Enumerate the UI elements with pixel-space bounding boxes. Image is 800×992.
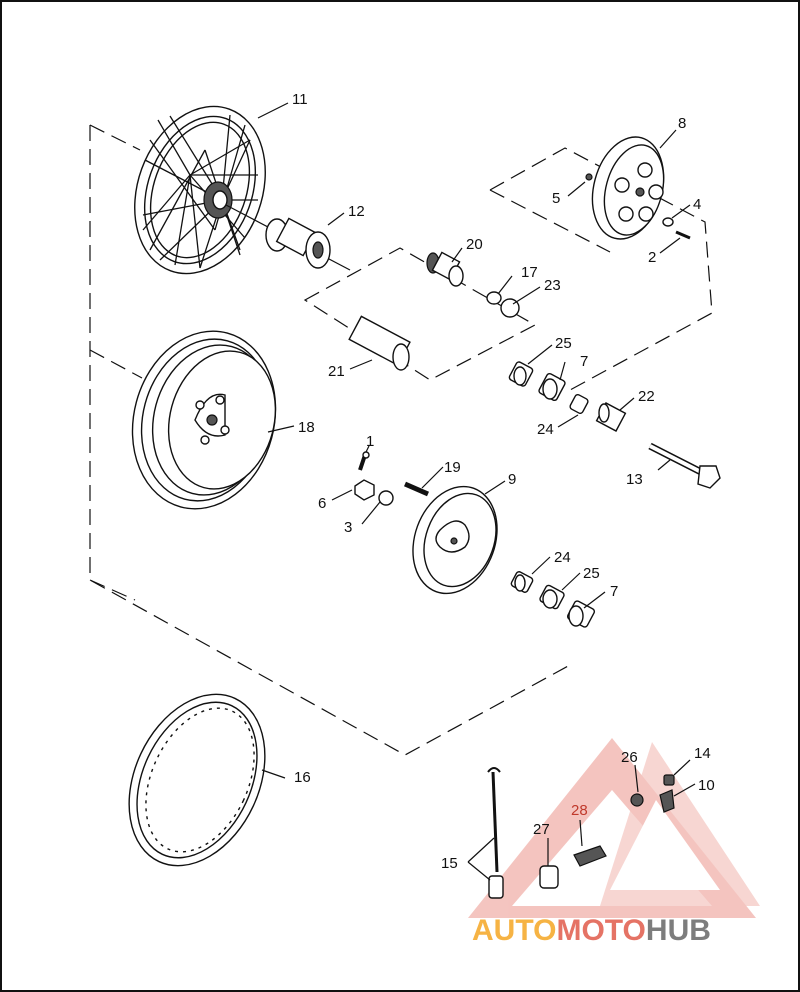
brake-rotor-part-9 <box>412 485 498 595</box>
callout-14: 14 <box>694 745 711 762</box>
wheel-hub-part-12 <box>225 204 351 271</box>
callout-22: 22 <box>638 388 655 405</box>
watermark-hub: HUB <box>646 914 711 947</box>
callout-7-upper: 7 <box>580 353 588 370</box>
callout-15: 15 <box>441 855 458 872</box>
callout-10: 10 <box>698 777 715 794</box>
callout-24-lower: 24 <box>554 549 571 566</box>
callout-6: 6 <box>318 495 326 512</box>
callout-19: 19 <box>444 459 461 476</box>
laced-wheel-part-11 <box>134 105 266 275</box>
spoke-and-small-parts <box>487 767 675 899</box>
callout-11: 11 <box>292 91 308 108</box>
watermark-auto: AUTO <box>472 914 556 947</box>
callout-18: 18 <box>298 419 315 436</box>
callout-17: 17 <box>521 264 538 281</box>
small-parts-2-4-5 <box>585 173 691 240</box>
callout-1: 1 <box>366 433 374 450</box>
callout-13: 13 <box>626 471 643 488</box>
drive-pulley-part-8 <box>591 136 665 240</box>
callout-3: 3 <box>344 519 352 536</box>
axle-spacer-part-21 <box>348 315 411 371</box>
axle-part-13 <box>648 442 721 489</box>
cast-wheel-part-18 <box>131 330 277 510</box>
callout-20: 20 <box>466 236 483 253</box>
callout-7-lower: 7 <box>610 583 618 600</box>
callout-21: 21 <box>328 363 345 380</box>
axle-spacers-25-7-24-22 <box>508 361 627 432</box>
callout-4: 4 <box>693 196 701 213</box>
hardware-parts-1-6-3-19 <box>354 451 429 506</box>
callout-26: 26 <box>621 749 638 766</box>
watermark-text: AUTOMOTOHUB <box>472 914 711 947</box>
callout-12: 12 <box>348 203 365 220</box>
watermark-moto: MOTO <box>556 914 645 947</box>
callout-23: 23 <box>544 277 561 294</box>
watermark-logo-triangle <box>468 738 760 918</box>
callout-5: 5 <box>552 190 560 207</box>
callout-25-upper: 25 <box>555 335 572 352</box>
callout-9: 9 <box>508 471 516 488</box>
lower-spacers-24-25-7 <box>510 571 596 628</box>
callout-27: 27 <box>533 821 550 838</box>
callout-16: 16 <box>294 769 311 786</box>
callout-2: 2 <box>648 249 656 266</box>
rim-part-16 <box>128 693 266 867</box>
callout-25-lower: 25 <box>583 565 600 582</box>
callout-8: 8 <box>678 115 686 132</box>
callout-labels: 11 12 8 5 4 2 20 17 23 21 25 7 24 22 13 … <box>292 91 715 872</box>
leader-lines <box>257 102 696 881</box>
assembly-dashed-lines <box>89 124 713 756</box>
callout-24-upper: 24 <box>537 421 554 438</box>
callout-28: 28 <box>571 802 588 819</box>
